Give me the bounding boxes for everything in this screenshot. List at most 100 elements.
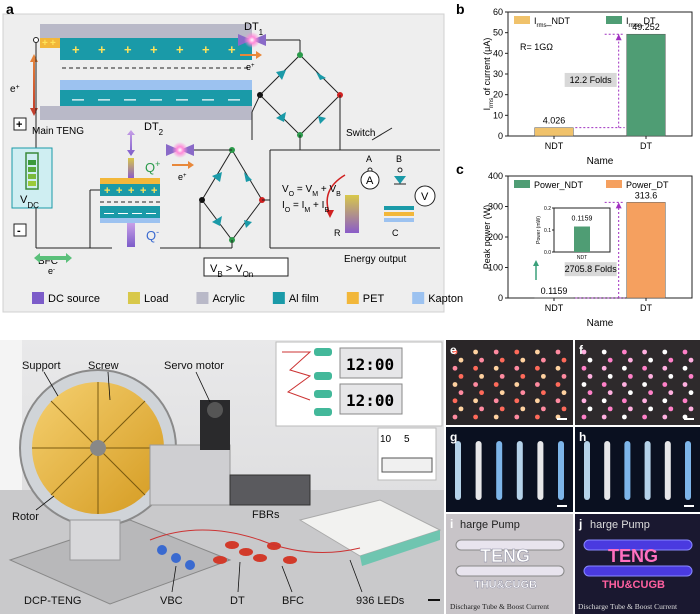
fold-arrowhead <box>615 202 622 209</box>
svg-text:—: — <box>146 208 156 219</box>
switch-lever[interactable] <box>371 127 393 141</box>
label-screw: Screw <box>88 360 119 372</box>
svg-text:+: + <box>42 38 48 49</box>
led-strip <box>624 441 631 500</box>
fold-label-box <box>564 262 617 277</box>
y-tick-label-3: 300 <box>488 202 503 212</box>
led-dot <box>662 382 668 387</box>
teng-text-j: TENG <box>608 546 658 566</box>
led-dot <box>607 390 613 396</box>
legend-label-0: Power_NDT <box>534 180 584 190</box>
y-tick-label-2: 200 <box>488 232 503 242</box>
label-936-leds: 936 LEDs <box>356 595 405 607</box>
svg-text:—: — <box>150 92 162 106</box>
inset-y-label: Power (mW) <box>536 216 542 244</box>
main-teng-minus-charges: ——— ———— <box>72 92 240 106</box>
led-dot <box>662 398 668 404</box>
dt2-label: DT2 <box>144 121 164 137</box>
svg-text:—: — <box>118 208 128 219</box>
data-label-ndt: 4.026 <box>543 116 566 126</box>
photo-e <box>446 340 573 425</box>
svg-text:e+: e+ <box>178 172 187 182</box>
battery-icon <box>25 152 39 190</box>
main-teng-kapton <box>60 80 252 90</box>
photo-g <box>446 427 573 512</box>
photo-h <box>575 427 700 512</box>
led-dot <box>493 382 499 387</box>
fold-arrowhead <box>615 34 622 41</box>
svg-text:+: + <box>50 38 56 49</box>
thu-text-j: THU&CUGB <box>602 579 665 591</box>
legend-label-4: PET <box>363 293 385 305</box>
led-dot <box>601 365 607 371</box>
led-dot <box>628 390 633 396</box>
equation-vo: VO = VM + VB <box>282 184 341 198</box>
led-dot <box>688 373 694 379</box>
inset-y-tick-label-0: 0.0 <box>544 250 551 256</box>
led-dot <box>535 414 540 420</box>
legend-label-0: DC source <box>48 293 100 305</box>
led-dot <box>520 406 526 412</box>
led-dot <box>648 373 653 379</box>
led-dot <box>581 398 587 404</box>
led-strip <box>604 441 611 500</box>
inset-bar-ndt <box>574 226 590 252</box>
led-dot <box>622 382 627 387</box>
led-dot <box>601 398 607 404</box>
svg-text:Discharge Tube & Boost Current: Discharge Tube & Boost Current <box>578 602 678 611</box>
led-dot <box>458 390 464 396</box>
panel-g-label: g <box>450 430 457 444</box>
led-dot <box>520 390 526 396</box>
led-dot <box>452 382 458 387</box>
svg-text:+: + <box>151 185 157 197</box>
led-dot <box>514 382 520 387</box>
main-teng-al-film-bottom <box>60 90 252 106</box>
led-dot <box>541 406 546 412</box>
led-dot <box>581 414 587 420</box>
legend-label-1: Power_DT <box>626 180 669 190</box>
led-dot <box>493 414 499 420</box>
photo-f <box>575 340 700 425</box>
energy-output-label: Energy output <box>344 254 406 265</box>
rotor-stand <box>69 519 121 561</box>
panel-f-label: f <box>579 343 584 357</box>
data-label-ndt: 0.1159 <box>541 286 568 296</box>
legend-swatch-1 <box>606 180 622 188</box>
legend-label-2: Acrylic <box>212 293 245 305</box>
photo-j <box>575 514 700 614</box>
panel-c: c 0100200300400NDT0.1159DT313.6NamePower… <box>456 161 693 329</box>
y-tick-label-3: 30 <box>493 69 503 79</box>
dt1-spark <box>244 32 260 48</box>
electron-label-left: e+ <box>10 84 20 96</box>
voltmeter <box>414 185 436 207</box>
y-tick-label-2: 20 <box>493 90 503 100</box>
fold-label: 12.2 Folds <box>570 75 613 85</box>
label-support: Support <box>22 360 61 372</box>
led-dot <box>648 390 653 396</box>
fold-label: 2705.8 Folds <box>565 264 618 274</box>
svg-text:+: + <box>128 185 134 197</box>
led-dot <box>682 365 688 371</box>
legend-swatch-4 <box>346 292 359 304</box>
legend-label-0: Irms_NDT <box>534 16 571 29</box>
svg-text:harge Pump: harge Pump <box>590 519 650 531</box>
output-diode <box>394 176 406 184</box>
x-axis-label: Name <box>587 318 614 329</box>
minus-terminal <box>13 223 27 237</box>
svg-text:V: V <box>421 191 429 203</box>
led-dot <box>555 349 561 355</box>
led-dot <box>628 406 633 412</box>
led-strip <box>455 441 461 500</box>
led-dot <box>452 365 458 371</box>
legend-swatch-2 <box>196 292 209 304</box>
led-dot <box>541 390 546 396</box>
main-teng-label: Main TENG <box>32 126 84 137</box>
svg-text:+: + <box>150 42 158 57</box>
label-rotor: Rotor <box>12 511 39 523</box>
led-dot <box>668 390 674 396</box>
x-tick-label-0: NDT <box>545 141 564 151</box>
panel-a-label: a <box>6 1 14 17</box>
led-dot <box>499 357 505 363</box>
bfc-al-film-top <box>100 184 160 196</box>
